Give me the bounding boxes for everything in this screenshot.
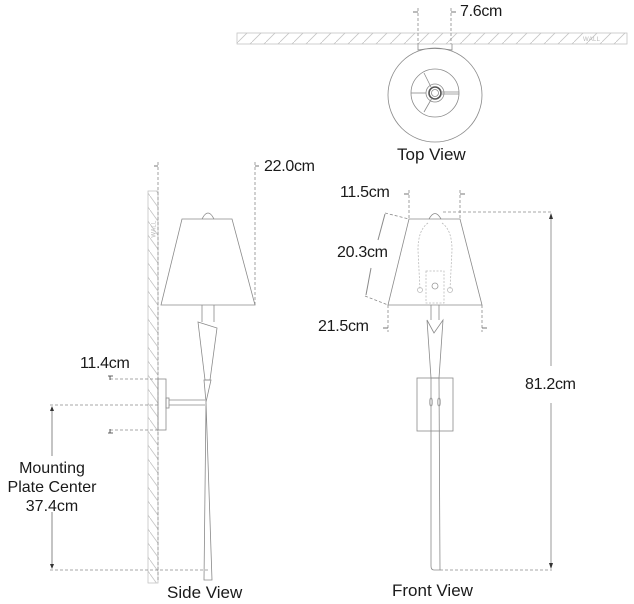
front-view-title: Front View (392, 581, 473, 600)
front-view-shade-slant-height: 20.3cm (337, 244, 388, 261)
front-view (364, 190, 553, 571)
front-view-shade-top-width: 11.5cm (340, 184, 390, 201)
top-view-title: Top View (397, 145, 466, 164)
mounting-plate-center-label: Mounting Plate Center 37.4cm (0, 459, 112, 516)
top-view-plate-width: 7.6cm (460, 3, 503, 20)
wall-side (147, 190, 159, 584)
mounting-value: 37.4cm (25, 498, 79, 515)
front-view-overall-height: 81.2cm (525, 376, 576, 393)
side-view (50, 162, 259, 584)
mounting-line2: Plate Center (7, 479, 97, 496)
side-view-extension: 22.0cm (264, 158, 315, 175)
side-view-title: Side View (167, 583, 243, 602)
wall-label-top: WALL (583, 37, 601, 43)
side-view-plate-height: 11.4cm (80, 355, 130, 372)
wall-top (236, 32, 628, 45)
front-view-shade-bottom-width: 21.5cm (318, 318, 369, 335)
top-view (236, 8, 628, 143)
mounting-line1: Mounting (19, 460, 85, 477)
wall-label-side: WALL (151, 220, 158, 238)
